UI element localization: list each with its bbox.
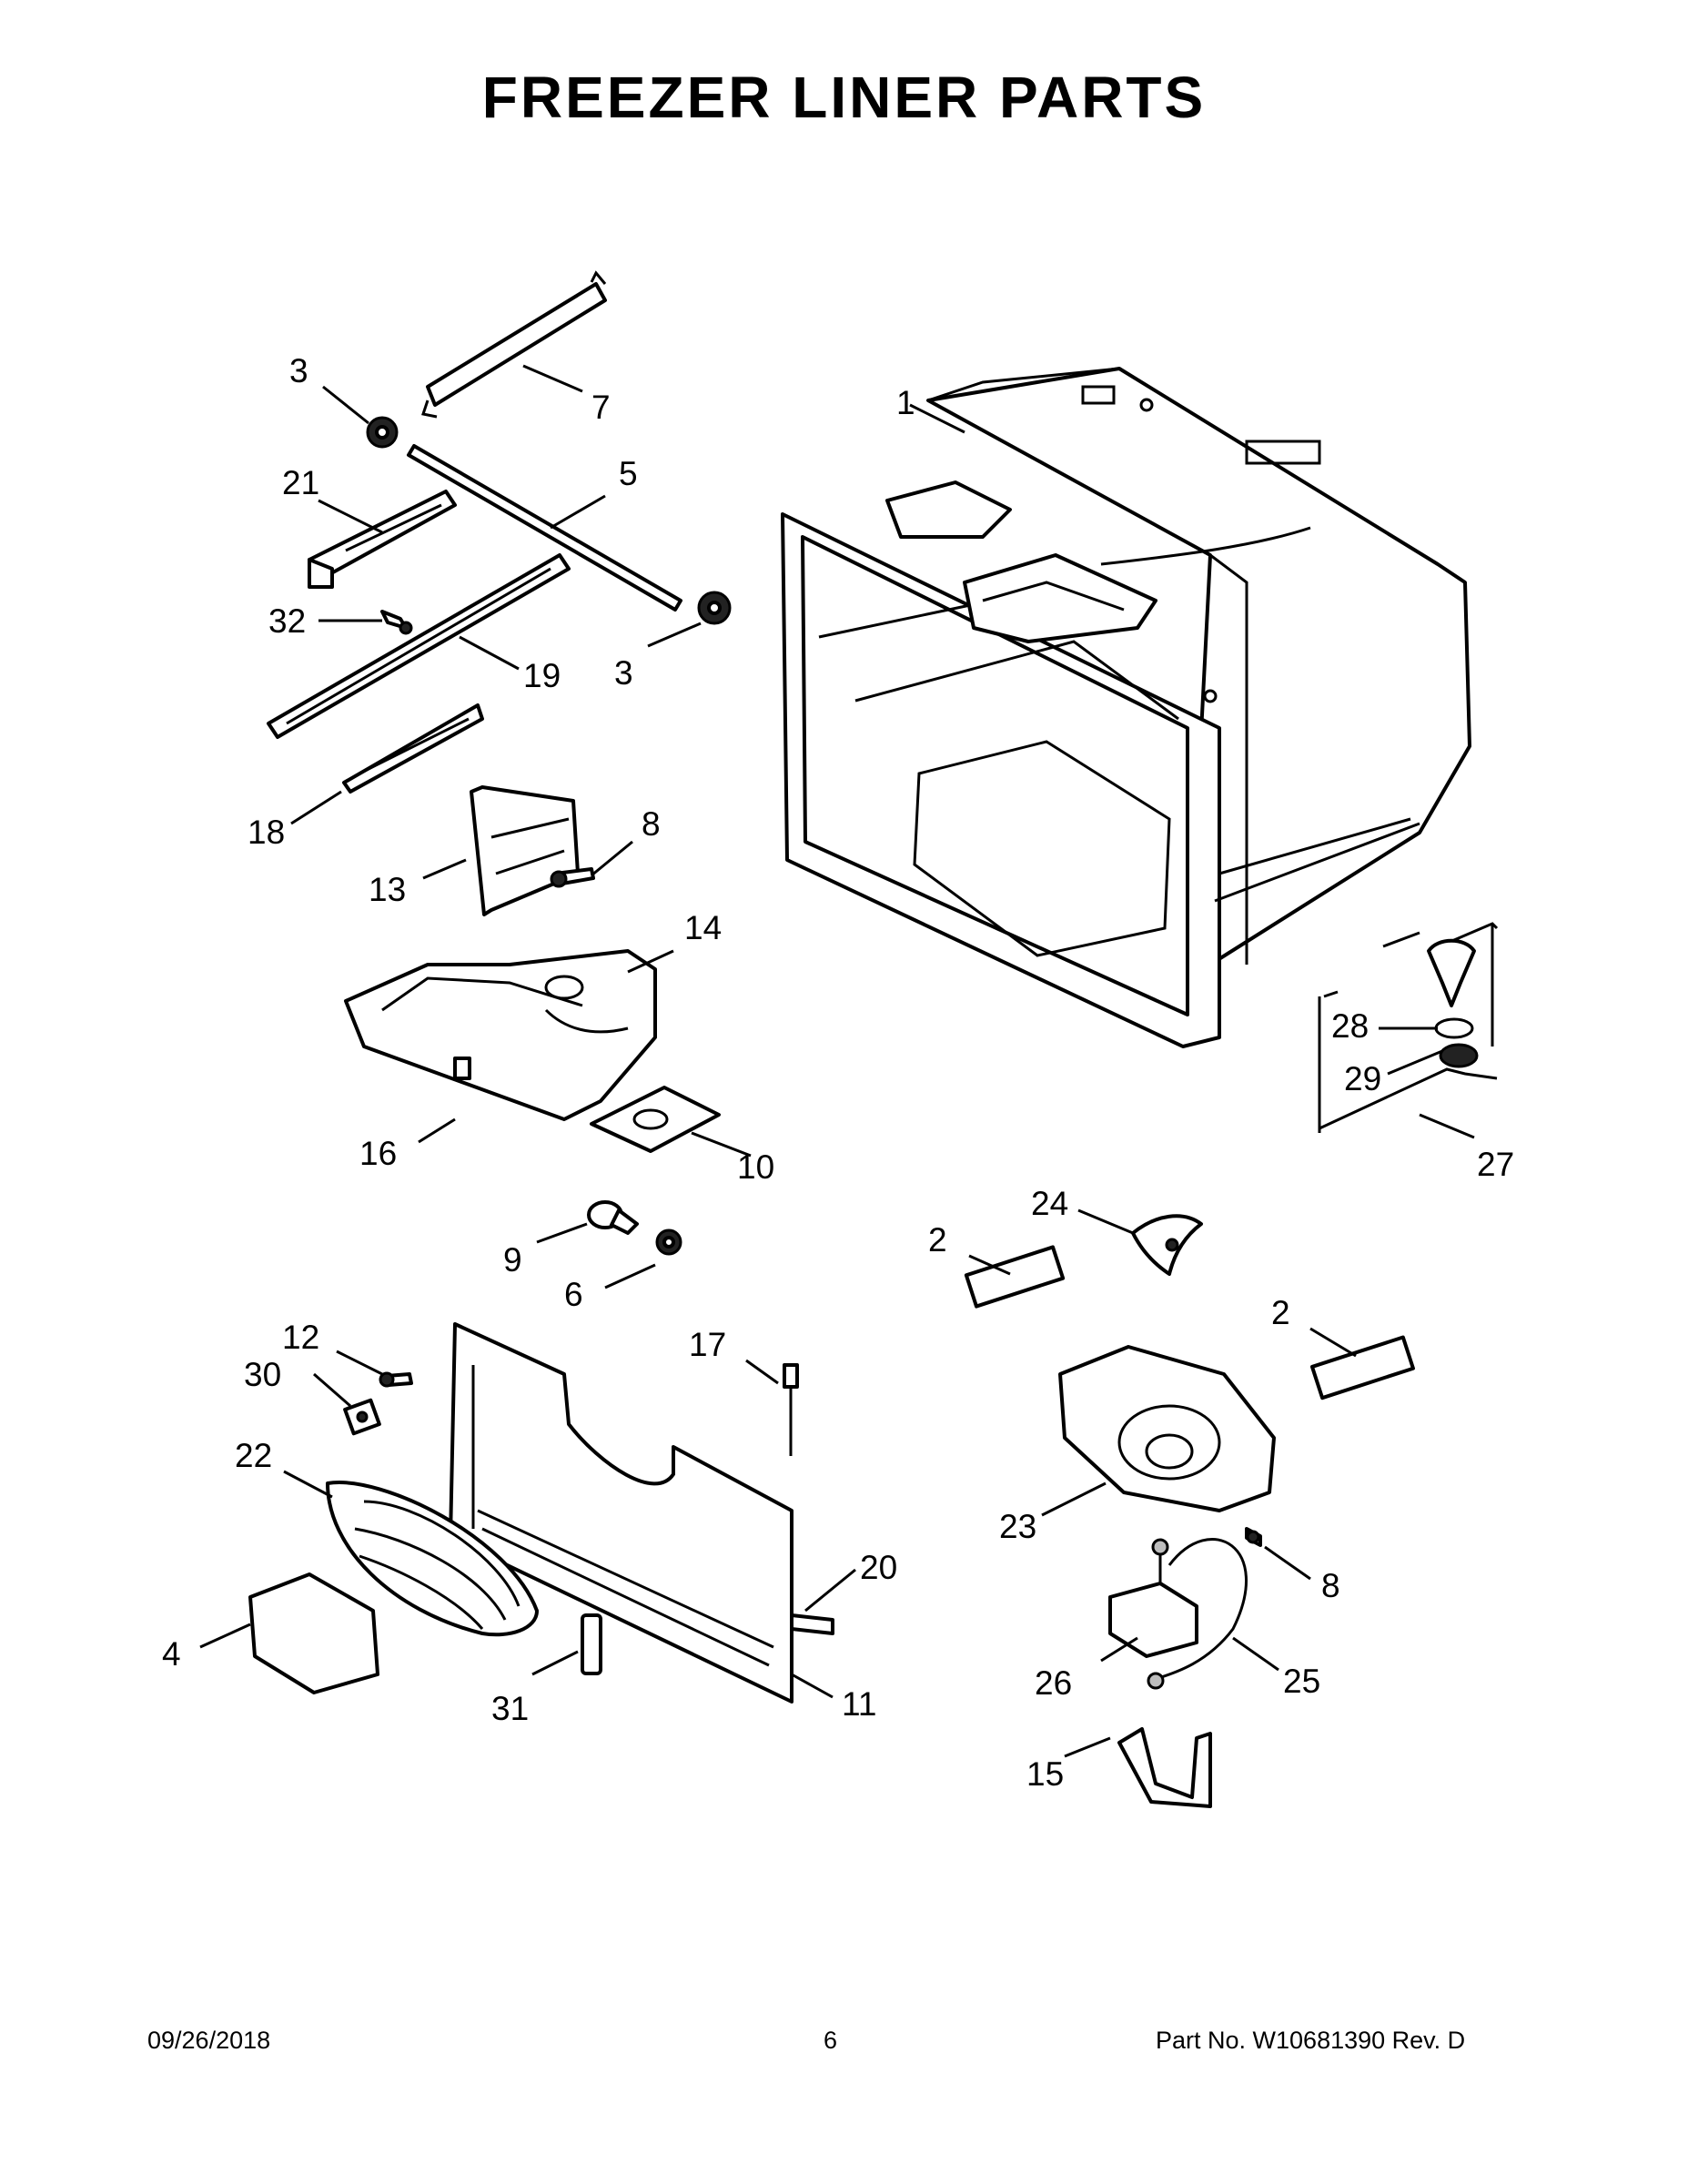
callout-9: 9: [503, 1241, 522, 1279]
callout-17: 17: [689, 1326, 726, 1363]
bracket-part: [308, 490, 457, 589]
screw-part: [380, 610, 413, 635]
callout-2-right: 2: [1271, 1294, 1290, 1331]
callout-12: 12: [282, 1319, 319, 1356]
freezer-liner-part: [781, 367, 1471, 1048]
callout-20: 20: [860, 1549, 897, 1586]
callout-labels: 1 2 2 3 3 4 5 6 7 8 8 9 10 11 12 13 14 1…: [162, 352, 1514, 1793]
callout-8-upper: 8: [642, 805, 661, 843]
callout-27: 27: [1477, 1146, 1514, 1183]
clip-part: [453, 1057, 471, 1080]
footer-page-number: 6: [824, 2027, 838, 2054]
slide-part: [342, 703, 484, 794]
callout-8-lower: 8: [1321, 1567, 1340, 1604]
callout-25: 25: [1283, 1663, 1320, 1700]
callout-3-lower: 3: [614, 654, 633, 692]
callout-21: 21: [282, 464, 319, 501]
fan-motor-part: [1108, 1538, 1198, 1658]
callout-1: 1: [896, 384, 915, 421]
callout-23: 23: [999, 1508, 1036, 1545]
callout-18: 18: [248, 814, 285, 851]
light-bulb-part: [587, 1200, 639, 1235]
callout-29: 29: [1344, 1060, 1381, 1097]
slide-rail-part: [267, 553, 571, 739]
callout-2-left: 2: [928, 1221, 947, 1259]
fan-shroud-part: [1058, 1345, 1276, 1512]
callout-4: 4: [162, 1635, 181, 1673]
callout-14: 14: [684, 909, 722, 946]
callout-32: 32: [268, 602, 306, 640]
callout-28: 28: [1331, 1007, 1369, 1045]
rail-part: [421, 270, 607, 419]
callout-16: 16: [359, 1135, 397, 1172]
fan-bracket-part: [343, 1398, 381, 1436]
insulation-part-left: [964, 1245, 1066, 1309]
support-part: [470, 785, 580, 916]
gear-part-lower: [697, 591, 732, 625]
thermistor-part: [783, 1363, 799, 1456]
screw-part-8-lower: [1245, 1527, 1262, 1547]
callout-11: 11: [842, 1685, 876, 1723]
footer-part-number: Part No. W10681390 Rev. D: [1156, 2027, 1466, 2054]
light-clip-part: [581, 1613, 602, 1675]
drain-assembly-part: [1318, 922, 1499, 1133]
fan-blade-part: [1131, 1214, 1203, 1276]
motor-bracket-part: [1117, 1727, 1212, 1808]
callout-7: 7: [591, 389, 611, 426]
callout-15: 15: [1026, 1755, 1064, 1793]
insulation-part-right: [1309, 1335, 1415, 1400]
housing-part: [248, 1572, 379, 1694]
callout-5: 5: [619, 455, 638, 492]
pad-part: [590, 1086, 721, 1153]
screw-part-8-upper: [550, 867, 595, 888]
screw-part-12: [379, 1371, 413, 1388]
callout-13: 13: [369, 871, 406, 908]
gear-part-upper: [366, 416, 399, 449]
leader-lines: [199, 364, 1475, 1758]
strip-part: [790, 1613, 834, 1635]
callout-10: 10: [737, 1148, 774, 1186]
page-title: FREEZER LINER PARTS: [481, 65, 1207, 130]
shaft-part: [407, 444, 682, 612]
footer-date: 09/26/2018: [147, 2027, 271, 2054]
callout-3-upper: 3: [289, 352, 308, 389]
callout-19: 19: [523, 657, 561, 694]
callout-22: 22: [235, 1437, 272, 1474]
callout-24: 24: [1031, 1185, 1068, 1222]
evaporator-cover-part: [344, 949, 657, 1121]
socket-part: [655, 1228, 682, 1256]
evaporator-panel-part: [449, 1322, 793, 1704]
callout-31: 31: [491, 1690, 529, 1727]
callout-30: 30: [244, 1356, 281, 1393]
callout-26: 26: [1035, 1664, 1072, 1702]
grille-part: [326, 1481, 539, 1637]
wire-harness-part: [1147, 1538, 1248, 1690]
callout-6: 6: [564, 1276, 583, 1313]
